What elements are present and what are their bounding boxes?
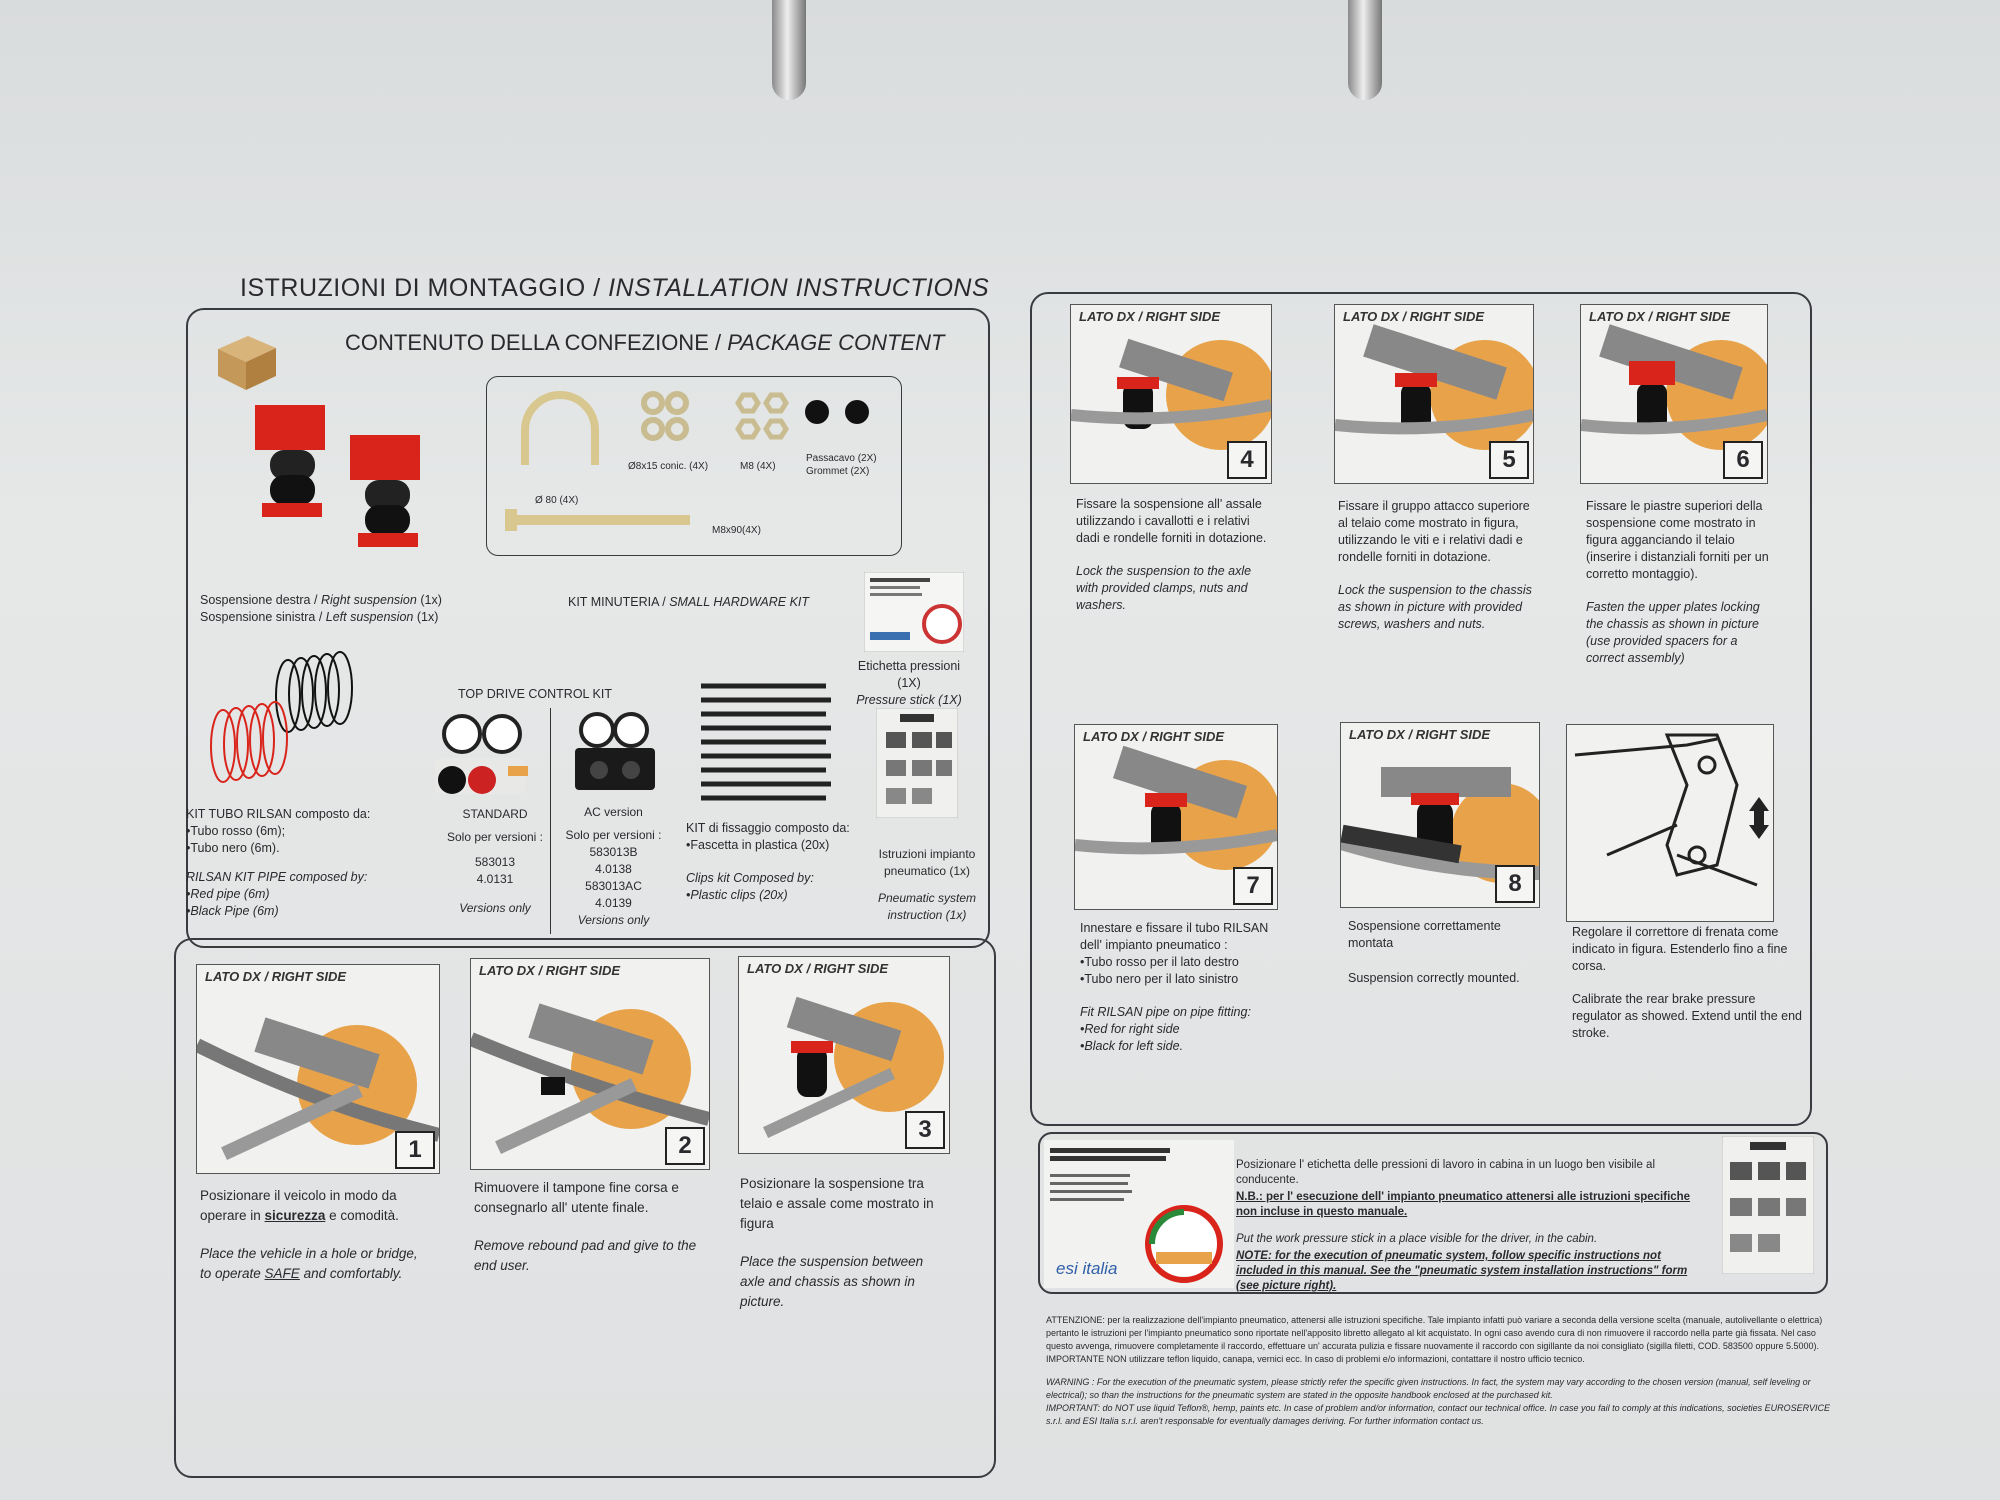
axle-drawing-icon — [1071, 338, 1271, 450]
step-1-text: Posizionare il veicolo in modo da operar… — [200, 1188, 418, 1281]
suspension-list: Sospensione destra / Right suspension (1… — [200, 593, 442, 624]
fixing-kit-description: KIT di fissaggio composto da: Fascetta i… — [686, 820, 858, 904]
rilsan-kit-description: KIT TUBO RILSAN composto da: Tubo rosso … — [186, 806, 406, 920]
axle-drawing-icon — [1341, 767, 1539, 883]
hardware-panel — [486, 376, 902, 556]
pneumatic-manual-image — [876, 708, 958, 818]
ac-versions: AC version Solo per versioni : 583013B 4… — [565, 805, 662, 927]
pneumatic-manual-caption: Istruzioni impianto pneumatico (1x) Pneu… — [877, 847, 977, 922]
nuts-label: M8 (4X) — [740, 461, 776, 472]
air-suspension-image — [255, 405, 420, 547]
grommet-label: Passacavo (2X) Grommet (2X) — [806, 453, 877, 477]
brand-logo: esi italia — [1056, 1259, 1118, 1278]
brake-regulator-icon — [1574, 733, 1769, 887]
package-content-panel — [186, 308, 990, 948]
package-title: CONTENUTO DELLA CONFEZIONE / PACKAGE CON… — [345, 330, 945, 355]
pressure-notice-text: Posizionare l' etichetta delle pressioni… — [1236, 1159, 1691, 1292]
axle-drawing-icon — [763, 996, 944, 1139]
hanger-clip-right — [1348, 0, 1382, 100]
step-9-text: Regolare il correttore di frenata come i… — [1572, 925, 1803, 1040]
washers-label: Ø8x15 conic. (4X) — [628, 461, 709, 472]
box-icon — [218, 336, 276, 390]
step-2-image: LATO DX / RIGHT SIDE 2 — [470, 958, 710, 1170]
steps-4-9-panel — [1030, 292, 1812, 1126]
step-9-image — [1566, 724, 1774, 922]
step-2-text: Rimuovere il tampone fine corsa e conseg… — [474, 1180, 697, 1273]
hardware-image — [505, 391, 869, 531]
step-7-text: Innestare e fissare il tubo RILSAN dell'… — [1080, 920, 1280, 1055]
step-7-image: LATO DX / RIGHT SIDE 7 — [1074, 724, 1278, 910]
step-3-text: Posizionare la sospensione tra telaio e … — [740, 1176, 934, 1309]
plastic-clips-image — [701, 683, 831, 801]
attention-it: ATTENZIONE: per la realizzazione dell'im… — [1046, 1315, 1823, 1351]
page-title: ISTRUZIONI DI MONTAGGIO / INSTALLATION I… — [240, 274, 990, 302]
pressure-sticker-caption: Etichetta pressioni (1X) Pressure stick … — [856, 659, 962, 707]
important-it: IMPORTANTE NON utilizzare teflon liquido… — [1046, 1354, 1585, 1364]
pressure-sticker-image — [864, 572, 964, 652]
control-kit-divider — [550, 708, 551, 934]
u-bolt-label: Ø 80 (4X) — [535, 495, 579, 506]
pressure-notice-panel — [1038, 1132, 1828, 1294]
step-5-image: LATO DX / RIGHT SIDE 5 — [1334, 304, 1534, 484]
axle-drawing-icon — [1581, 324, 1767, 450]
step-6-image: LATO DX / RIGHT SIDE 6 — [1580, 304, 1768, 484]
axle-drawing-icon — [471, 1003, 709, 1155]
rilsan-tubes-image — [210, 651, 353, 783]
axle-drawing-icon — [197, 1017, 439, 1161]
hanger-clip-left — [772, 0, 806, 100]
important-en: IMPORTANT: do NOT use liquid Teflon®, he… — [1046, 1403, 1830, 1426]
pressure-sticker-large-image — [1044, 1140, 1234, 1288]
axle-drawing-icon — [1335, 324, 1533, 450]
warning-en: WARNING : For the execution of the pneum… — [1046, 1377, 1811, 1400]
standard-versions: STANDARD Solo per versioni : 583013 4.01… — [446, 807, 544, 915]
pneumatic-manual-small-image — [1722, 1136, 1814, 1274]
step-4-image: LATO DX / RIGHT SIDE 4 — [1070, 304, 1272, 484]
step-8-text: Sospensione correttamente montata Suspen… — [1348, 919, 1520, 985]
bolt-label: M8x90(4X) — [712, 525, 761, 536]
step-1-image: LATO DX / RIGHT SIDE 1 — [196, 964, 440, 1174]
steps-1-3-panel — [174, 938, 996, 1478]
standard-control-kit-image — [435, 714, 528, 794]
control-kit-title: TOP DRIVE CONTROL KIT — [458, 687, 612, 701]
small-hardware-kit-title: KIT MINUTERIA / SMALL HARDWARE KIT — [568, 595, 810, 609]
ac-control-kit-image — [575, 712, 655, 790]
axle-drawing-icon — [1075, 745, 1277, 870]
step-5-text: Fissare il gruppo attacco superiore al t… — [1338, 499, 1532, 631]
step-3-image: LATO DX / RIGHT SIDE 3 — [738, 956, 950, 1154]
footer-notes: ATTENZIONE: per la realizzazione dell'im… — [1046, 1314, 1830, 1428]
step-4-text: Fissare la sospensione all' assale utili… — [1076, 497, 1267, 612]
step-6-text: Fissare le piastre superiori della sospe… — [1586, 499, 1769, 665]
step-8-image: LATO DX / RIGHT SIDE 8 — [1340, 722, 1540, 908]
